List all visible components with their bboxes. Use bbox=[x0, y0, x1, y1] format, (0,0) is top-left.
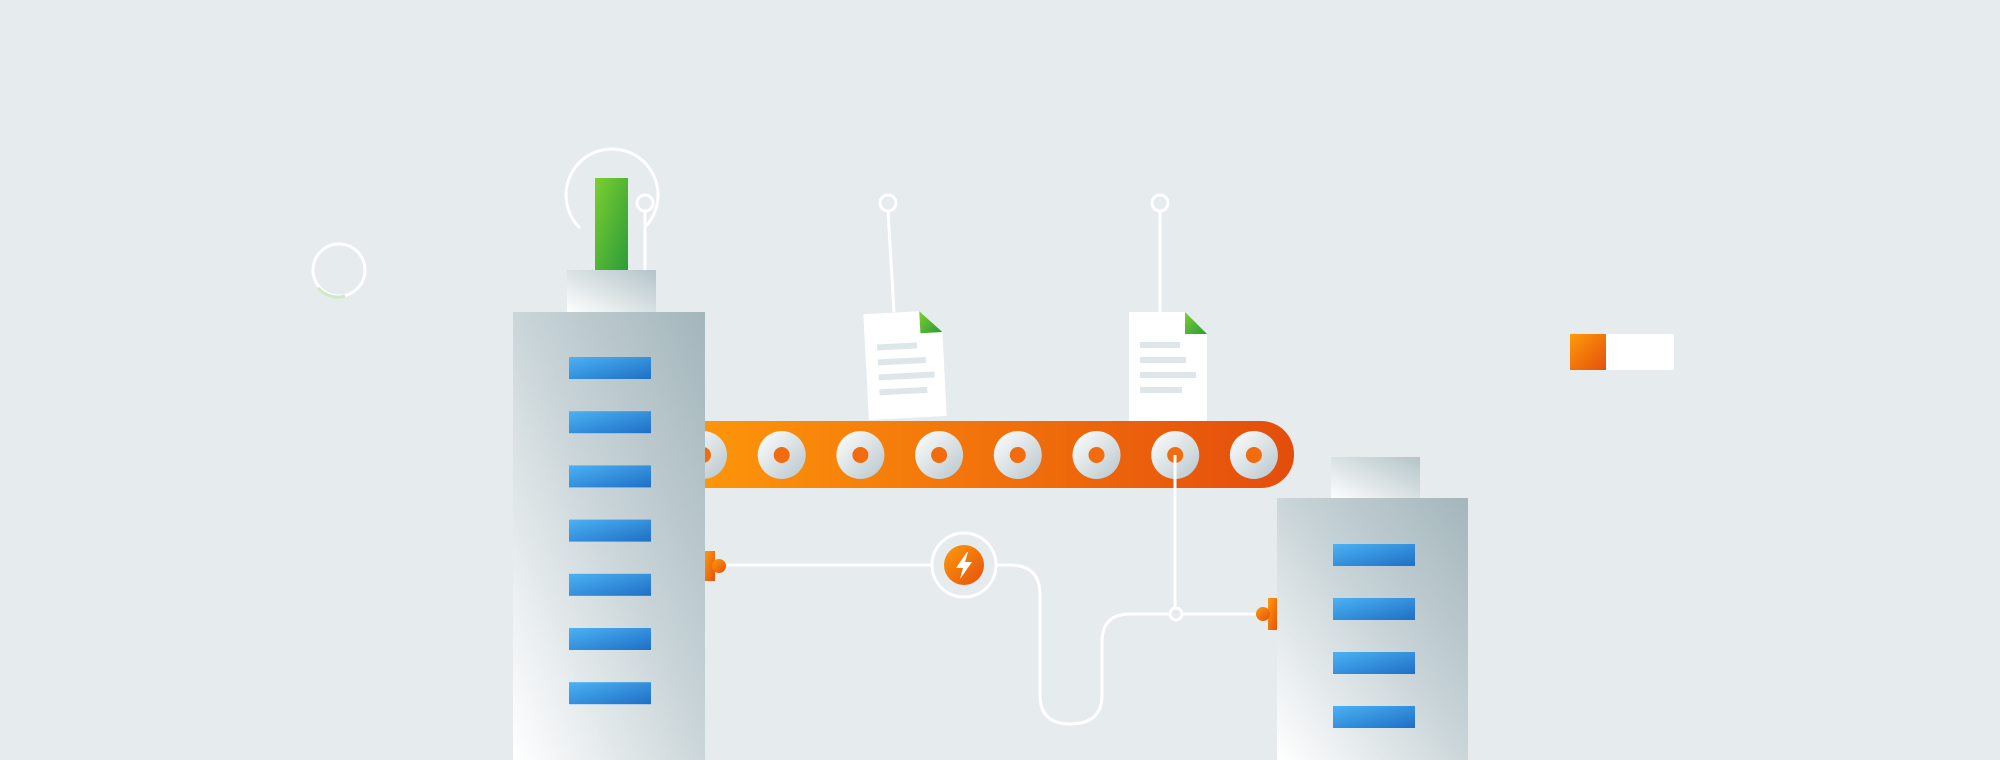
building-window bbox=[1333, 706, 1415, 728]
swatch-chip bbox=[1570, 334, 1674, 370]
building-window bbox=[569, 628, 651, 650]
right-building-windows bbox=[1333, 544, 1415, 728]
lightning-bolt-icon bbox=[956, 552, 972, 579]
decorative-ring bbox=[311, 242, 367, 298]
right-chimney-base bbox=[1331, 457, 1420, 501]
building-window bbox=[569, 411, 651, 434]
conveyor-roller bbox=[836, 431, 885, 479]
left-chimney-base bbox=[567, 270, 656, 314]
conveyor-roller bbox=[1072, 431, 1121, 479]
conveyor-roller bbox=[993, 431, 1042, 479]
document-icon-1 bbox=[863, 193, 947, 421]
decorative-ring-accent bbox=[316, 286, 346, 299]
conveyor-roller bbox=[915, 431, 964, 479]
building-window bbox=[569, 465, 651, 488]
left-plug-connector-icon bbox=[705, 551, 726, 581]
building-window bbox=[1333, 544, 1415, 566]
conveyor-belt bbox=[660, 421, 1294, 488]
right-plug-connector-icon bbox=[1256, 598, 1278, 630]
wire-junction bbox=[1168, 606, 1184, 622]
green-chimney bbox=[595, 178, 628, 274]
document-icon-2 bbox=[1129, 193, 1207, 421]
building-window bbox=[569, 357, 651, 379]
building-window bbox=[569, 519, 651, 542]
building-window bbox=[1333, 598, 1415, 620]
conveyor-roller bbox=[757, 431, 806, 479]
building-window bbox=[569, 573, 651, 596]
wiring bbox=[726, 455, 1262, 726]
building-window bbox=[1333, 652, 1415, 674]
conveyor-roller bbox=[1229, 431, 1278, 479]
building-window bbox=[569, 682, 651, 705]
left-building-windows bbox=[569, 357, 651, 705]
